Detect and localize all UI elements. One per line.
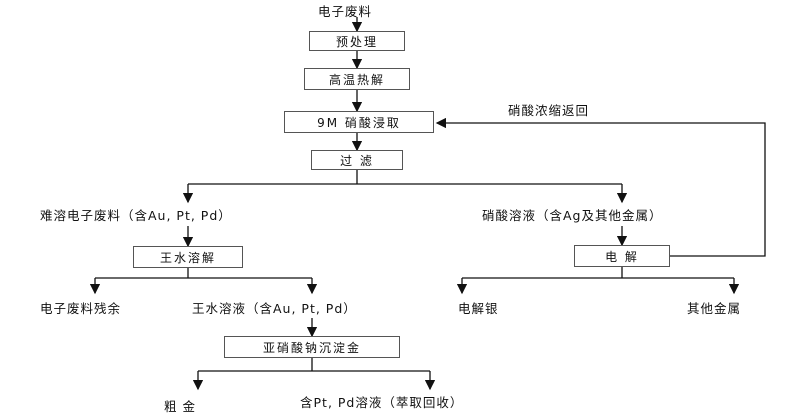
output-other-metals: 其他金属 (687, 301, 742, 316)
step-pretreat: 预处理 (309, 31, 405, 51)
step-filter: 过 滤 (311, 150, 403, 170)
output-aqua-solution: 王水溶液（含Au, Pt, Pd） (192, 301, 357, 316)
step-electrolysis: 电 解 (574, 245, 670, 267)
recycle-label: 硝酸浓缩返回 (508, 103, 590, 118)
output-residue: 电子废料残余 (40, 301, 122, 316)
step-nitric-leach: 9M 硝酸浸取 (284, 111, 434, 133)
output-pt-pd-solution: 含Pt, Pd溶液（萃取回收） (300, 395, 464, 410)
output-crude-gold: 粗 金 (164, 399, 196, 414)
output-silver: 电解银 (458, 301, 499, 316)
step-pyrolysis: 高温热解 (304, 68, 410, 90)
step-aqua-regia: 王水溶解 (133, 246, 243, 268)
start-material-label: 电子废料 (318, 4, 373, 19)
arrow-recycle-loop (435, 117, 766, 257)
output-insoluble-waste: 难溶电子废料（含Au, Pt, Pd） (40, 208, 232, 223)
step-nitrite-precip: 亚硝酸钠沉淀金 (224, 336, 400, 358)
output-nitrate-solution: 硝酸溶液（含Ag及其他金属） (482, 208, 663, 223)
